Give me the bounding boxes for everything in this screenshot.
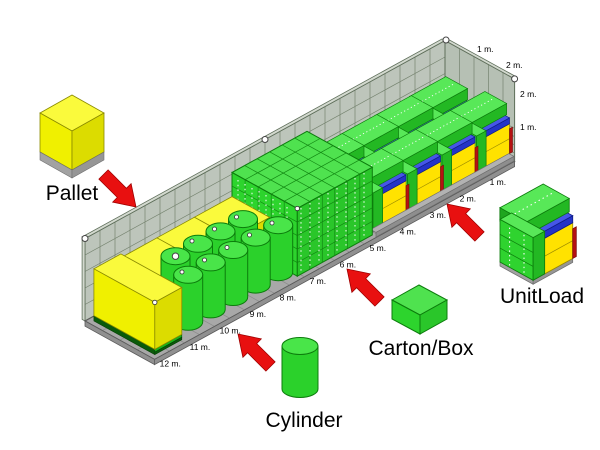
dimension-label: 10 m. xyxy=(220,325,241,335)
dimension-label: 9 m. xyxy=(250,309,267,319)
carton-box-label: Carton/Box xyxy=(368,337,474,360)
floor-dimension-labels: 1 m. 2 m. 3 m. 4 m. 5 m. 6 m. 7 m. 8 m. … xyxy=(160,177,507,369)
front-pallet-load xyxy=(93,253,183,356)
dimension-label: 7 m. xyxy=(310,276,327,286)
legend-unitload: UnitLoad xyxy=(499,183,584,308)
dimension-label: 2 m. xyxy=(460,193,477,203)
dimension-label: 2 m. xyxy=(506,60,523,70)
front-rail xyxy=(370,153,515,238)
dimension-label: 2 m. xyxy=(520,89,537,99)
dimension-label: 11 m. xyxy=(190,342,211,352)
legend-carton-box: Carton/Box xyxy=(368,284,474,360)
pallet-label: Pallet xyxy=(46,182,99,205)
legend-pallet: Pallet xyxy=(39,94,105,205)
arrow-cylinder xyxy=(237,333,276,372)
cylinder-label: Cylinder xyxy=(265,409,342,432)
dimension-label: 1 m. xyxy=(477,44,494,54)
width-dimension-labels: 1 m. 2 m. xyxy=(477,44,523,70)
arrow-unitload xyxy=(446,203,485,242)
dimension-label: 6 m. xyxy=(340,259,357,269)
height-dimension-labels: 2 m. 1 m. xyxy=(520,89,537,132)
unitload-label: UnitLoad xyxy=(500,285,584,308)
dimension-label: 8 m. xyxy=(280,292,297,302)
dimension-label: 5 m. xyxy=(370,243,387,253)
dimension-label: 4 m. xyxy=(400,226,417,236)
arrow-pallet xyxy=(98,169,137,208)
legend-cylinder: Cylinder xyxy=(265,337,343,432)
dimension-label: 1 m. xyxy=(490,177,507,187)
arrow-carton xyxy=(346,268,385,307)
dimension-label: 12 m. xyxy=(160,358,181,368)
dimension-label: 1 m. xyxy=(520,122,537,132)
corner-markers xyxy=(81,36,519,305)
dimension-label: 3 m. xyxy=(430,210,447,220)
